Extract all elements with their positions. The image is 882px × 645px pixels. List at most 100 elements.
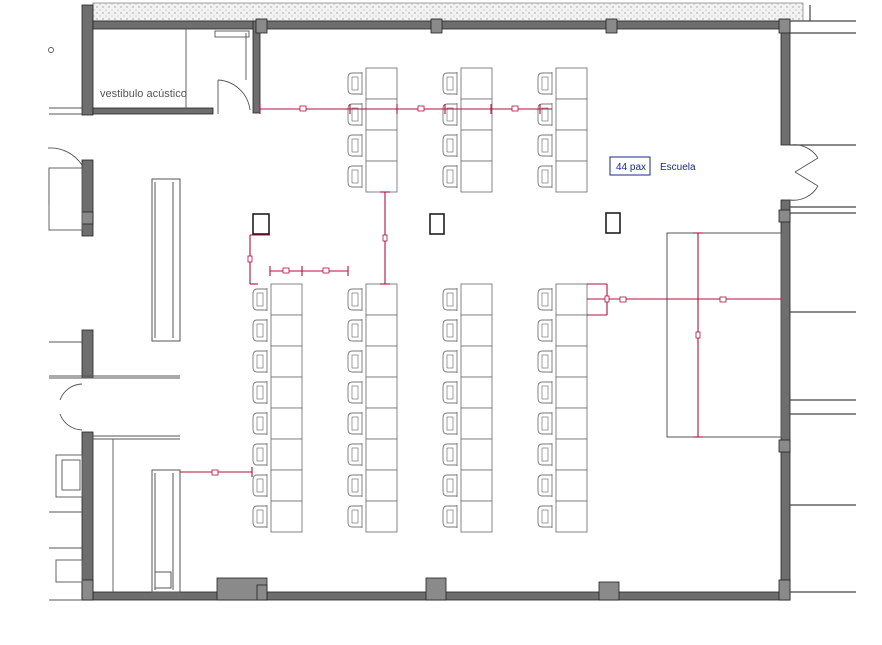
chair-back — [256, 323, 264, 338]
chair — [347, 474, 363, 497]
chair — [252, 474, 268, 497]
desk — [460, 314, 493, 347]
chair — [347, 350, 363, 373]
chair — [537, 72, 553, 95]
desk — [555, 438, 588, 471]
desk — [555, 500, 588, 533]
chair-back — [541, 478, 549, 493]
chair-back — [541, 323, 549, 338]
chair — [537, 288, 553, 311]
chair-back — [351, 76, 359, 91]
desk — [460, 67, 493, 100]
chair — [347, 134, 363, 157]
desk — [460, 500, 493, 533]
chair — [537, 443, 553, 466]
chair — [537, 505, 553, 528]
vestibule-label: vestibulo acústico — [100, 88, 187, 100]
chair-back — [446, 138, 454, 153]
layout-type-label: Escuela — [660, 162, 696, 173]
chair-back — [446, 447, 454, 462]
chair — [252, 319, 268, 342]
chair-back — [541, 509, 549, 524]
chair-back — [446, 509, 454, 524]
top-exterior-strip — [92, 2, 804, 22]
column-stubs — [81, 18, 791, 601]
left-cabinets — [151, 178, 181, 593]
chair-back — [256, 292, 264, 307]
chair-back — [256, 416, 264, 431]
desk — [365, 160, 398, 193]
capacity-label: 44 pax — [616, 162, 646, 173]
chair-back — [541, 354, 549, 369]
exterior-right-lines — [790, 5, 856, 593]
chair — [442, 474, 458, 497]
desk — [555, 407, 588, 440]
chair — [537, 350, 553, 373]
desk — [460, 469, 493, 502]
desk — [365, 314, 398, 347]
chair-back — [351, 169, 359, 184]
desk — [460, 376, 493, 409]
desk — [555, 160, 588, 193]
chair — [347, 72, 363, 95]
chair — [252, 505, 268, 528]
desk — [270, 500, 303, 533]
chair-back — [351, 138, 359, 153]
desk — [270, 376, 303, 409]
chair-back — [351, 509, 359, 524]
chair — [537, 412, 553, 435]
chair — [252, 412, 268, 435]
chair-back — [446, 107, 454, 122]
chair-back — [446, 292, 454, 307]
chair-back — [541, 76, 549, 91]
desk — [365, 345, 398, 378]
chair — [442, 288, 458, 311]
desk — [365, 129, 398, 162]
desk — [460, 438, 493, 471]
chair-back — [256, 509, 264, 524]
desk — [270, 438, 303, 471]
dimension-markers — [211, 105, 727, 476]
desk — [460, 98, 493, 131]
chair-back — [351, 447, 359, 462]
chair-back — [351, 292, 359, 307]
chair-back — [256, 478, 264, 493]
chair — [442, 412, 458, 435]
chair-back — [446, 76, 454, 91]
chair — [442, 319, 458, 342]
chair-back — [541, 107, 549, 122]
chair — [537, 474, 553, 497]
desk — [365, 376, 398, 409]
chair-back — [446, 354, 454, 369]
chair-back — [256, 354, 264, 369]
desks-and-chairs — [252, 67, 588, 533]
chair — [442, 165, 458, 188]
desk — [270, 407, 303, 440]
desk — [365, 98, 398, 131]
chair — [347, 443, 363, 466]
chair — [537, 165, 553, 188]
chair-back — [256, 447, 264, 462]
desk — [555, 376, 588, 409]
desk — [365, 283, 398, 316]
chair-back — [256, 385, 264, 400]
desk — [555, 67, 588, 100]
chair-back — [351, 416, 359, 431]
desk — [365, 438, 398, 471]
desk — [365, 407, 398, 440]
chair — [442, 134, 458, 157]
chair-back — [541, 169, 549, 184]
chair-back — [351, 323, 359, 338]
chair-back — [541, 385, 549, 400]
desk — [270, 314, 303, 347]
desk — [270, 469, 303, 502]
desk — [555, 98, 588, 131]
desk — [555, 345, 588, 378]
chair — [347, 288, 363, 311]
desk — [365, 500, 398, 533]
desk — [460, 407, 493, 440]
chair-back — [541, 138, 549, 153]
chair — [442, 443, 458, 466]
interior-pillars — [252, 212, 621, 235]
